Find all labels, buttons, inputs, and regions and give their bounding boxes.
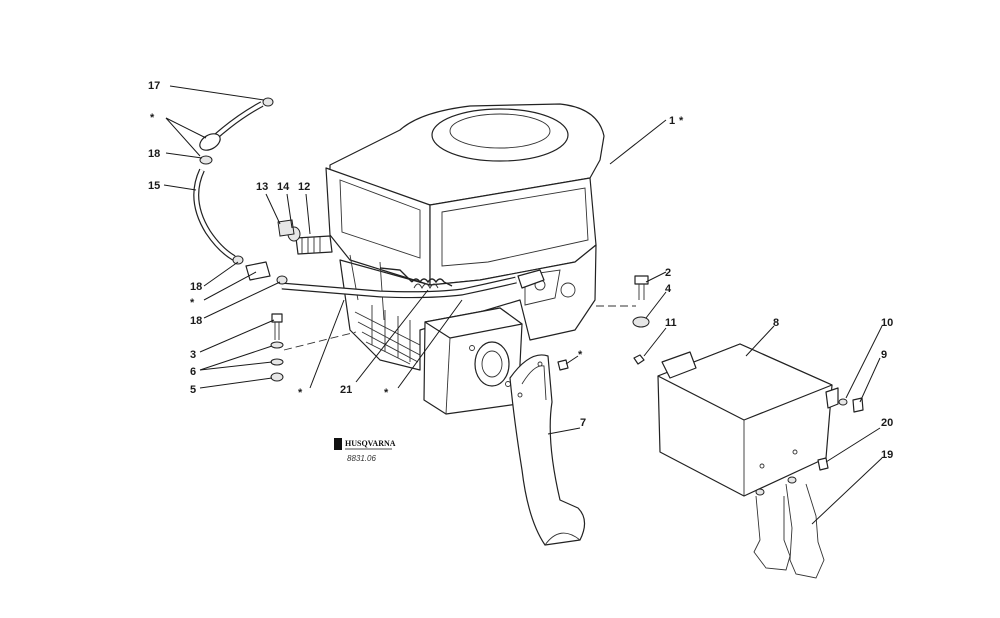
spring-part — [379, 267, 453, 290]
label-2: 2 — [665, 267, 671, 279]
logo-mark-icon — [334, 438, 342, 450]
label-18-bottom: 18 — [190, 315, 202, 327]
label-star-center: * — [384, 387, 389, 399]
right-hardware — [557, 275, 650, 371]
muffler-part — [423, 307, 523, 415]
drawing-code: 8831.06 — [347, 454, 376, 463]
label-18-top: 18 — [148, 148, 160, 160]
leader-lines — [163, 85, 883, 525]
label-5: 5 — [190, 384, 196, 396]
label-21: 21 — [340, 384, 352, 396]
label-18-middle: 18 — [190, 281, 202, 293]
callout-labels: 1 * 2 3 4 5 6 7 8 9 10 11 12 13 14 15 17… — [148, 80, 893, 461]
fuel-hose-assembly — [193, 97, 517, 299]
label-star-mid-left: * — [190, 297, 195, 309]
label-star-bottom-left: * — [298, 387, 303, 399]
label-12: 12 — [298, 181, 310, 193]
label-15: 15 — [148, 180, 160, 192]
engine-assembly — [325, 103, 605, 371]
bracket-part — [753, 476, 825, 579]
heat-shield-part — [657, 343, 839, 497]
left-hardware — [270, 313, 284, 382]
label-1-star: * — [679, 115, 684, 127]
assembly-guide-lines — [283, 305, 636, 351]
logo-brand-text: HUSQVARNA — [345, 439, 396, 448]
label-10: 10 — [881, 317, 893, 329]
label-8: 8 — [773, 317, 779, 329]
label-11: 11 — [665, 317, 677, 329]
label-6: 6 — [190, 366, 196, 378]
fitting-parts — [277, 219, 333, 255]
label-14: 14 — [277, 181, 290, 193]
exhaust-deflector-part — [509, 354, 586, 546]
label-13: 13 — [256, 181, 268, 193]
label-20: 20 — [881, 417, 893, 429]
label-star-screw: * — [578, 349, 583, 361]
label-1: 1 — [669, 115, 675, 127]
label-3: 3 — [190, 349, 196, 361]
label-4: 4 — [665, 283, 672, 295]
label-19: 19 — [881, 449, 893, 461]
label-9: 9 — [881, 349, 887, 361]
label-star-hose-top: * — [150, 112, 155, 124]
manufacturer-logo-stamp: HUSQVARNA 8831.06 — [334, 438, 396, 463]
label-17: 17 — [148, 80, 160, 92]
label-7: 7 — [580, 417, 586, 429]
